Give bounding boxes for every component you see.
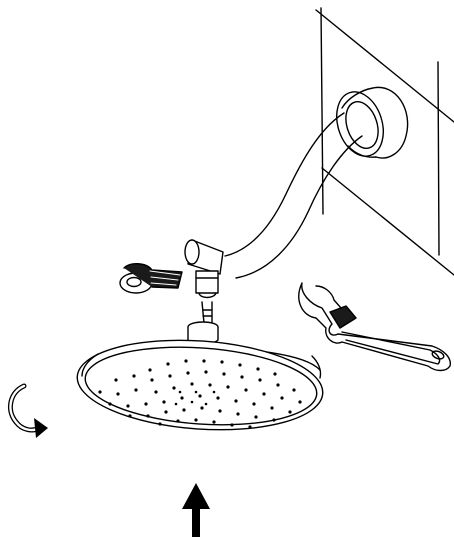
- adjustable-wrench-icon: [299, 283, 450, 371]
- up-arrow-icon: [182, 483, 210, 537]
- wall-line: [322, 168, 454, 275]
- swivel-ball-connector: [185, 240, 223, 298]
- wall-tile-grid: [316, 8, 454, 275]
- thread-seal-tape-icon: [120, 264, 182, 293]
- rain-shower-head: [74, 333, 326, 438]
- clockwise-rotate-icon: [10, 386, 48, 438]
- wall-line: [438, 62, 439, 255]
- wall-flange: [329, 86, 408, 162]
- wall-line: [316, 10, 454, 122]
